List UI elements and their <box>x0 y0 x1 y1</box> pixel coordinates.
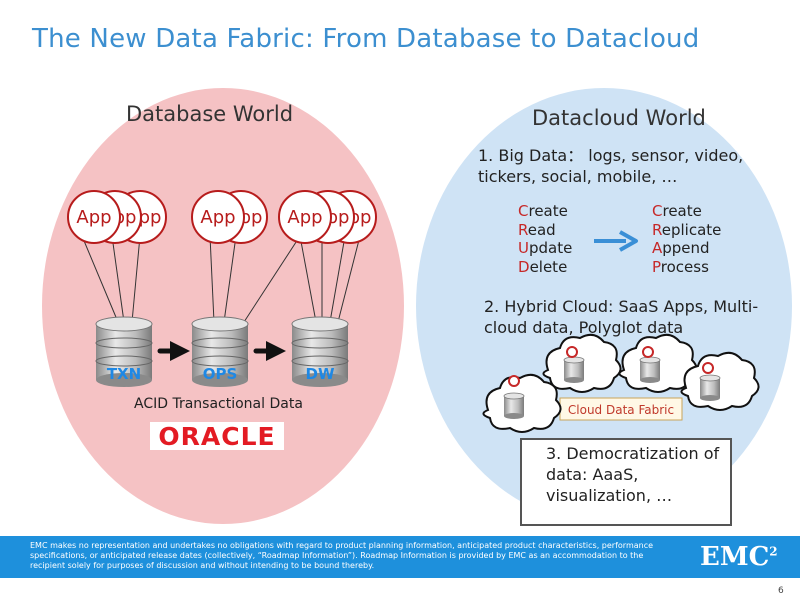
crud-item: Append <box>652 239 710 257</box>
app-clip-label: pp <box>139 207 162 228</box>
database-world-heading: Database World <box>126 102 294 126</box>
page-number: 6 <box>778 586 784 596</box>
app-group-ops: pp App <box>191 190 268 244</box>
database-dw-label: DW <box>306 365 335 383</box>
app-group-txn: pp pp App <box>67 190 167 244</box>
oracle-logo-text: ORACLE <box>158 421 276 451</box>
crud-item: Create <box>518 202 568 220</box>
cloud-db-icon-4 <box>680 351 760 411</box>
crud-list-database: Create Read Update Delete <box>518 202 572 276</box>
cloud-db-icon-2 <box>542 333 622 393</box>
footer-bar <box>0 536 800 578</box>
datacloud-world-heading: Datacloud World <box>532 106 706 130</box>
app-label: App <box>76 207 111 228</box>
crud-item: Process <box>652 257 709 276</box>
democratization-point: 3. Democratization of data: AaaS, visual… <box>546 444 720 505</box>
cloud-data-fabric-banner: Cloud Data Fabric <box>559 397 683 421</box>
cloud-db-icon-1 <box>482 373 562 433</box>
crud-item: Delete <box>518 257 568 276</box>
database-txn-label: TXN <box>107 365 141 383</box>
footer-disclaimer: EMC makes no representation and undertak… <box>30 541 654 570</box>
emc-logo: EMC2 <box>700 542 778 572</box>
app-connector-lines <box>81 235 361 323</box>
database-dw-icon: DW <box>291 316 349 387</box>
crud-item: Create <box>652 202 702 220</box>
big-data-point: 1. Big Data： logs, sensor, video, ticker… <box>478 146 744 186</box>
hybrid-cloud-point: 2. Hybrid Cloud: SaaS Apps, Multi-cloud … <box>484 297 759 337</box>
app-clip-label: pp <box>327 207 350 228</box>
database-txn-icon: TXN <box>95 316 153 387</box>
database-world-ellipse <box>42 88 404 524</box>
app-group-dw: pp pp App <box>278 190 377 244</box>
crud-item: Replicate <box>652 220 722 239</box>
oracle-logo: ORACLE <box>150 421 284 451</box>
cloud-fabric-label: Cloud Data Fabric <box>568 403 674 417</box>
crud-item: Update <box>518 239 573 257</box>
crud-item: Read <box>518 220 556 239</box>
database-ops-icon: OPS <box>191 316 249 387</box>
app-clip-label: pp <box>240 207 263 228</box>
database-ops-label: OPS <box>203 365 238 383</box>
app-label: App <box>200 207 235 228</box>
app-label: App <box>287 207 322 228</box>
democratization-box <box>520 438 732 526</box>
acid-caption: ACID Transactional Data <box>134 396 303 412</box>
cloud-db-icon-3 <box>618 333 698 393</box>
slide-title: The New Data Fabric: From Database to Da… <box>32 24 700 54</box>
crud-list-datacloud: Create Replicate Append Process <box>652 202 721 276</box>
crud-transform-arrow-icon <box>594 230 638 252</box>
